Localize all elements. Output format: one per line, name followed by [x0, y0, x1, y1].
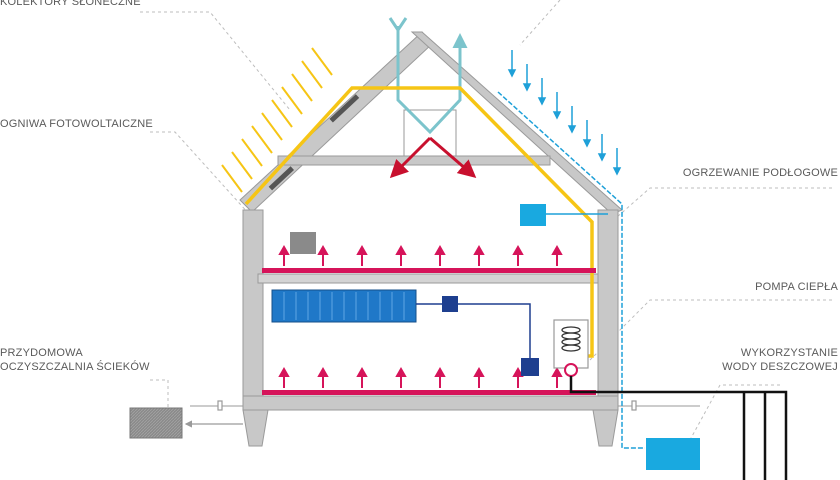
gray-unit-attic — [290, 232, 316, 254]
radiator — [271, 289, 417, 323]
foundation-right — [592, 409, 619, 447]
photovoltaic-panel — [268, 166, 295, 191]
label-rainwater-line2: WODY DESZCZOWEJ — [722, 361, 838, 373]
solar-rays — [221, 47, 333, 193]
roof-right — [410, 31, 623, 215]
leader-septic — [150, 379, 169, 408]
rainwater-unit-attic — [520, 204, 546, 226]
heat-pump — [553, 319, 589, 377]
leader-lines — [140, 0, 832, 441]
leader-photovoltaic — [150, 131, 251, 216]
attic-floor — [257, 273, 599, 284]
rainwater-tank — [646, 438, 700, 470]
ground-heat-pipes — [569, 376, 788, 480]
ventilation-duct — [388, 17, 468, 135]
house-structure — [239, 31, 623, 447]
leader-top-right — [519, 0, 561, 46]
label-heat-pump: POMPA CIEPŁA — [755, 281, 838, 293]
leader-heat-pump — [589, 299, 832, 361]
label-septic: PRZYDOMOWA OCZYSZCZALNIA ŚCIEKÓW — [0, 346, 150, 374]
label-septic-line2: OCZYSZCZALNIA ŚCIEKÓW — [0, 361, 150, 373]
label-photovoltaic: OGNIWA FOTOWOLTAICZNE — [0, 118, 153, 130]
rain-arrows — [507, 50, 622, 176]
control-wiring — [416, 303, 531, 360]
label-solar-collectors: KOLEKTORY SŁONECZNE — [0, 0, 141, 8]
solar-collector-panel — [329, 94, 360, 123]
wall-right — [597, 209, 619, 399]
solar-pipe — [244, 86, 594, 358]
control-unit-small — [442, 296, 458, 312]
control-unit-lower — [521, 358, 539, 376]
label-septic-line1: PRZYDOMOWA — [0, 347, 83, 359]
label-rainwater: WYKORZYSTANIE WODY DESZCZOWEJ — [722, 346, 838, 374]
septic-tank — [129, 407, 183, 439]
ground-floor-slab — [242, 395, 619, 411]
leader-solar-collectors — [140, 11, 291, 111]
rain-downpipe — [497, 91, 645, 449]
roof-panels — [268, 94, 360, 191]
ground-posts — [217, 400, 637, 411]
ceiling-beam — [277, 155, 551, 166]
label-rainwater-line1: WYKORZYSTANIE — [740, 347, 838, 359]
heat-recovery-arrows — [389, 136, 477, 179]
floor-heating-lower — [262, 366, 596, 395]
leader-floor-heating — [599, 187, 832, 233]
floor-heating-upper — [262, 244, 596, 273]
label-floor-heating: OGRZEWANIE PODŁOGOWE — [682, 167, 838, 179]
wall-left — [242, 209, 264, 399]
leader-rainwater — [689, 384, 780, 441]
foundation-left — [242, 409, 269, 447]
